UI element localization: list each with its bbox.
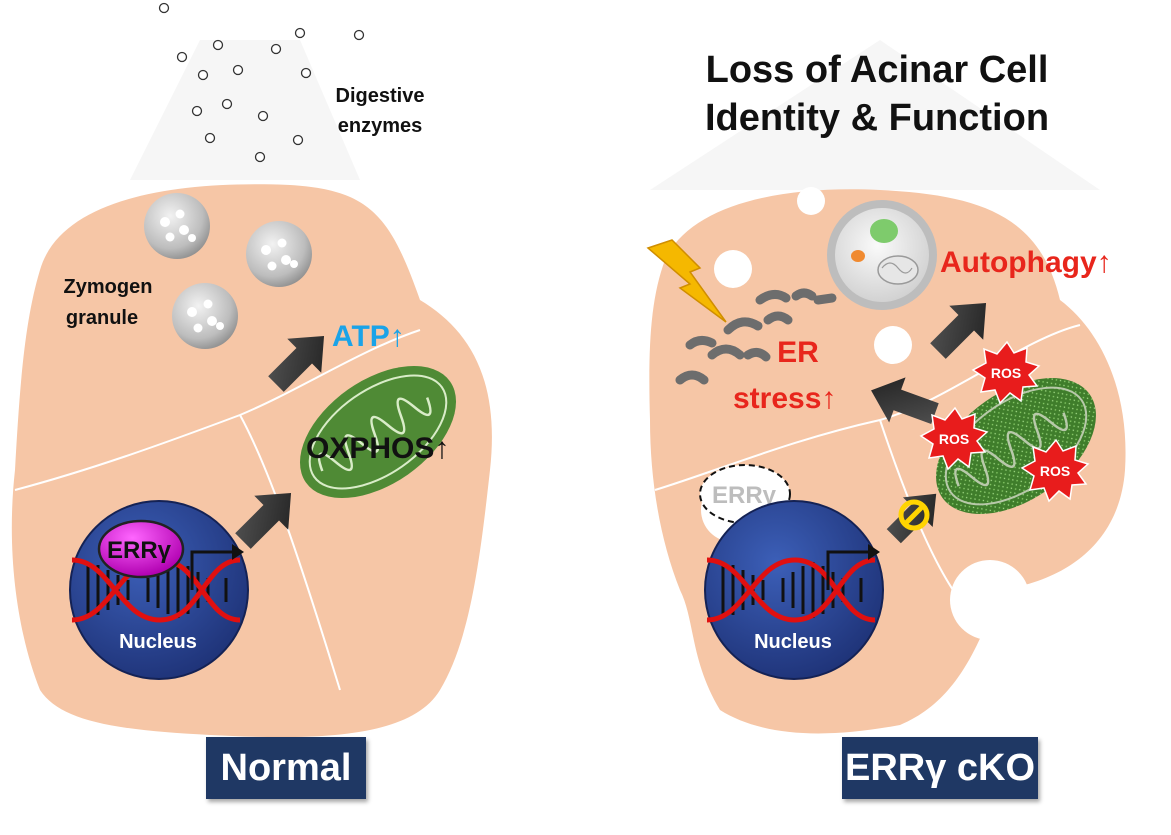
- zymogen-granule: [144, 193, 210, 259]
- panel-title: Loss of Acinar Cell: [706, 49, 1049, 91]
- atp-label: ATP↑: [332, 320, 405, 353]
- autophagosome: [827, 200, 937, 310]
- secretion-haze: [130, 40, 360, 180]
- arrow-up-icon: [930, 302, 987, 359]
- oxphos-label: OXPHOS↑: [306, 432, 449, 465]
- identity-haze: [650, 40, 1100, 190]
- zymogen-granule: [172, 283, 238, 349]
- transcription-start-icon: [868, 544, 880, 560]
- mitochondrion: [299, 365, 457, 499]
- err-gamma-protein: [97, 519, 185, 579]
- zymogen-granule-label: granule: [66, 307, 138, 329]
- ros-label: ROS: [991, 365, 1021, 381]
- cell-border: [14, 329, 421, 491]
- digestive-enzymes-label: enzymes: [338, 115, 423, 137]
- transcription-start-icon: [826, 550, 868, 590]
- dna-helix-icon: [706, 557, 876, 623]
- ros-label: ROS: [1040, 463, 1070, 479]
- zymogen-granule-label: Zymogen: [64, 276, 153, 298]
- ros-burst-icon: [919, 406, 989, 471]
- digestive-enzymes-label: Digestive: [336, 85, 425, 107]
- er-stress-label: ER: [777, 336, 819, 369]
- nucleus-label: Nucleus: [754, 631, 832, 653]
- blocked-icon: [898, 499, 930, 531]
- arrow-left-icon: [871, 377, 939, 424]
- fragmented-er: [675, 288, 837, 385]
- err-gamma-label: ERRγ: [107, 537, 172, 564]
- panel-title: Identity & Function: [705, 97, 1049, 139]
- transcription-start-icon: [232, 544, 244, 560]
- zymogen-granule: [246, 221, 312, 287]
- autophagy-label: Autophagy↑: [940, 246, 1112, 279]
- ros-burst-icon: [1020, 438, 1090, 503]
- arrow-up-icon: [268, 335, 325, 392]
- normal-badge: Normal: [206, 737, 366, 799]
- enzyme-dots: [158, 2, 365, 163]
- transcription-start-icon: [190, 550, 232, 590]
- ros-burst-icon: [971, 340, 1041, 405]
- cko-badge: ERRγ cKO: [842, 737, 1038, 799]
- arrow-up-icon: [235, 492, 292, 549]
- err-gamma-label: ERRγ: [712, 482, 777, 509]
- er-stress-label: stress↑: [733, 382, 836, 415]
- nucleus-label: Nucleus: [119, 631, 197, 653]
- ros-label: ROS: [939, 431, 969, 447]
- lightning-bolt-icon: [646, 239, 727, 323]
